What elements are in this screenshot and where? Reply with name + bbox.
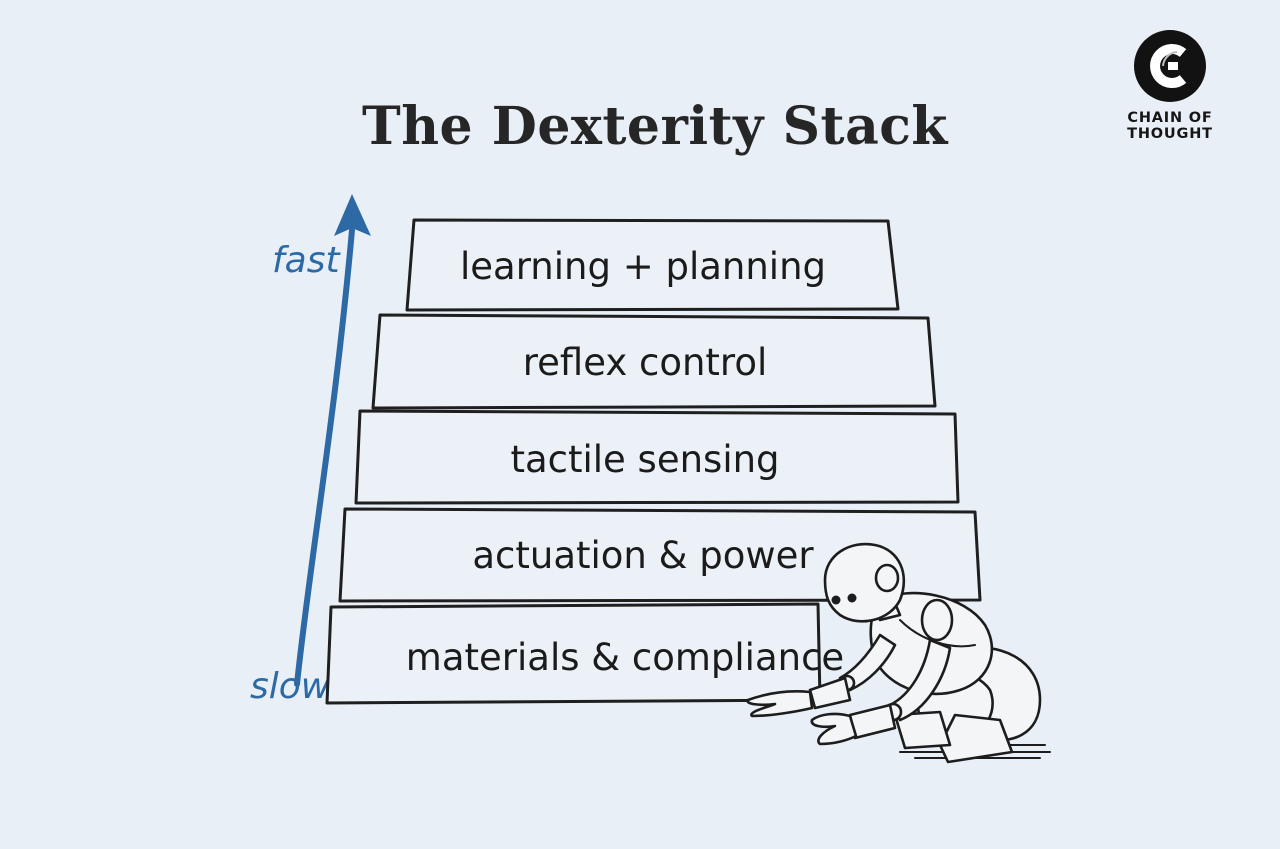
stack-label-tactile: tactile sensing bbox=[510, 438, 779, 481]
diagram-title: The Dexterity Stack bbox=[362, 96, 948, 157]
stack-label-learning: learning + planning bbox=[460, 245, 826, 288]
stack-layer-learning: learning + planning bbox=[405, 218, 900, 312]
stack-label-materials: materials & compliance bbox=[406, 636, 844, 679]
speed-axis-arrow bbox=[294, 227, 355, 687]
stack-layer-reflex: reflex control bbox=[371, 313, 937, 410]
fast-label: fast bbox=[272, 240, 341, 281]
stack-label-reflex: reflex control bbox=[523, 341, 768, 384]
crouching-robot-icon bbox=[746, 542, 1051, 764]
stack-layer-tactile: tactile sensing bbox=[354, 409, 960, 505]
stack-layer-materials: materials & compliance bbox=[325, 602, 844, 705]
brand-logo: CHAIN OF THOUGHT bbox=[1090, 30, 1250, 142]
brand-name: CHAIN OF THOUGHT bbox=[1127, 110, 1213, 142]
c-monogram-logo-icon bbox=[1134, 30, 1206, 102]
arrow-head-icon bbox=[334, 194, 371, 236]
stack-layer-actuation: actuation & power bbox=[338, 507, 982, 603]
stack-label-actuation: actuation & power bbox=[472, 534, 814, 577]
slow-label: slow bbox=[250, 666, 331, 707]
